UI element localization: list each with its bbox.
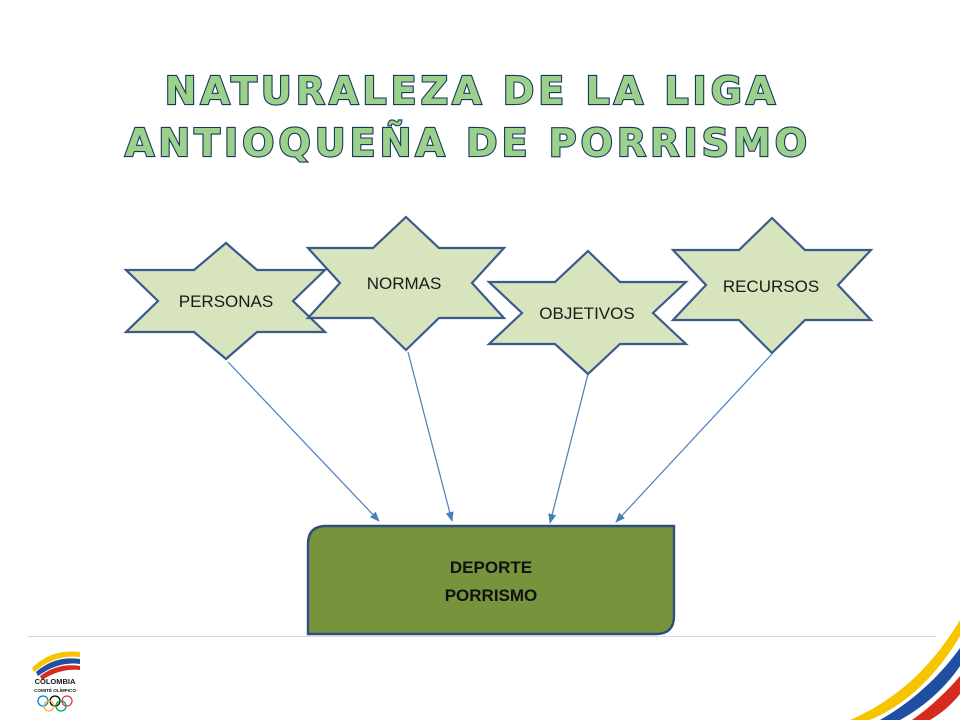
box-line-1: DEPORTE (450, 558, 532, 577)
olympic-rings-icon (37, 695, 73, 712)
arrow-objetivos (548, 373, 589, 524)
logo-name: COLOMBIA (35, 677, 76, 686)
logo-flag-yellow (32, 651, 80, 672)
star-personas-label: PERSONAS (179, 292, 273, 311)
title-line-1: NATURALEZA DE LA LIGA (165, 69, 780, 113)
star-normas: NORMAS (305, 215, 507, 352)
logo-flag-red (40, 665, 80, 680)
deporte-porrismo-box: DEPORTE PORRISMO (306, 524, 676, 636)
arrows (227, 351, 773, 524)
footer-divider (28, 636, 936, 637)
star-personas: PERSONAS (123, 241, 328, 361)
arrow-personas (227, 361, 380, 522)
colombia-olympic-logo: COLOMBIA COMITÉ OLÍMPICO (32, 651, 80, 712)
star-objetivos: OBJETIVOS (486, 249, 689, 376)
star-objetivos-label: OBJETIVOS (539, 304, 634, 323)
arrow-normas (407, 351, 454, 522)
logo-flag-blue (36, 658, 80, 676)
star-recursos-label: RECURSOS (723, 277, 819, 296)
corner-flag-swoosh (850, 620, 960, 720)
star-normas-label: NORMAS (367, 274, 442, 293)
logo-subtitle: COMITÉ OLÍMPICO (34, 686, 76, 693)
box-line-2: PORRISMO (445, 586, 538, 605)
arrow-recursos (615, 353, 773, 523)
title-line-2: ANTIOQUEÑA DE PORRISMO (125, 121, 811, 165)
star-recursos: RECURSOS (670, 216, 874, 355)
